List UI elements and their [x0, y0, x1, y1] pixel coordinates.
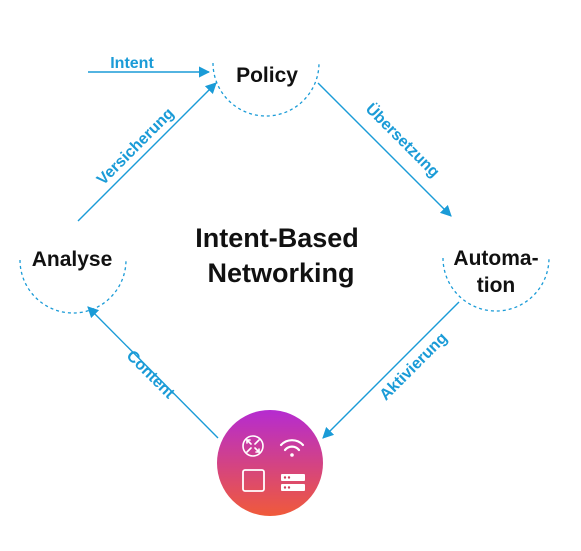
- center-title-line2: Networking: [207, 258, 354, 288]
- uebersetzung-arrow: [317, 82, 452, 217]
- intent-edge-label: Intent: [110, 55, 154, 72]
- switch-icon: [242, 469, 265, 492]
- wifi-icon: [279, 439, 305, 457]
- server-icon: [281, 474, 305, 491]
- aktivierung-edge-label: Aktivierung: [377, 330, 451, 404]
- policy-label: Policy: [236, 64, 298, 87]
- content-arrow: [87, 306, 219, 439]
- router-icon: [242, 435, 264, 457]
- devices-circle: [217, 410, 323, 516]
- aktivierung-arrow: [322, 301, 460, 439]
- automation-label-line2: tion: [477, 274, 515, 297]
- center-title-line1: Intent-Based: [195, 223, 359, 253]
- automation-label-line1: Automa-: [453, 247, 538, 270]
- versicherung-arrow: [77, 82, 217, 222]
- versicherung-edge-label: Versicherung: [94, 105, 178, 189]
- content-edge-label: Content: [123, 347, 178, 402]
- analyse-label: Analyse: [32, 248, 113, 271]
- network-devices-node: [217, 410, 323, 516]
